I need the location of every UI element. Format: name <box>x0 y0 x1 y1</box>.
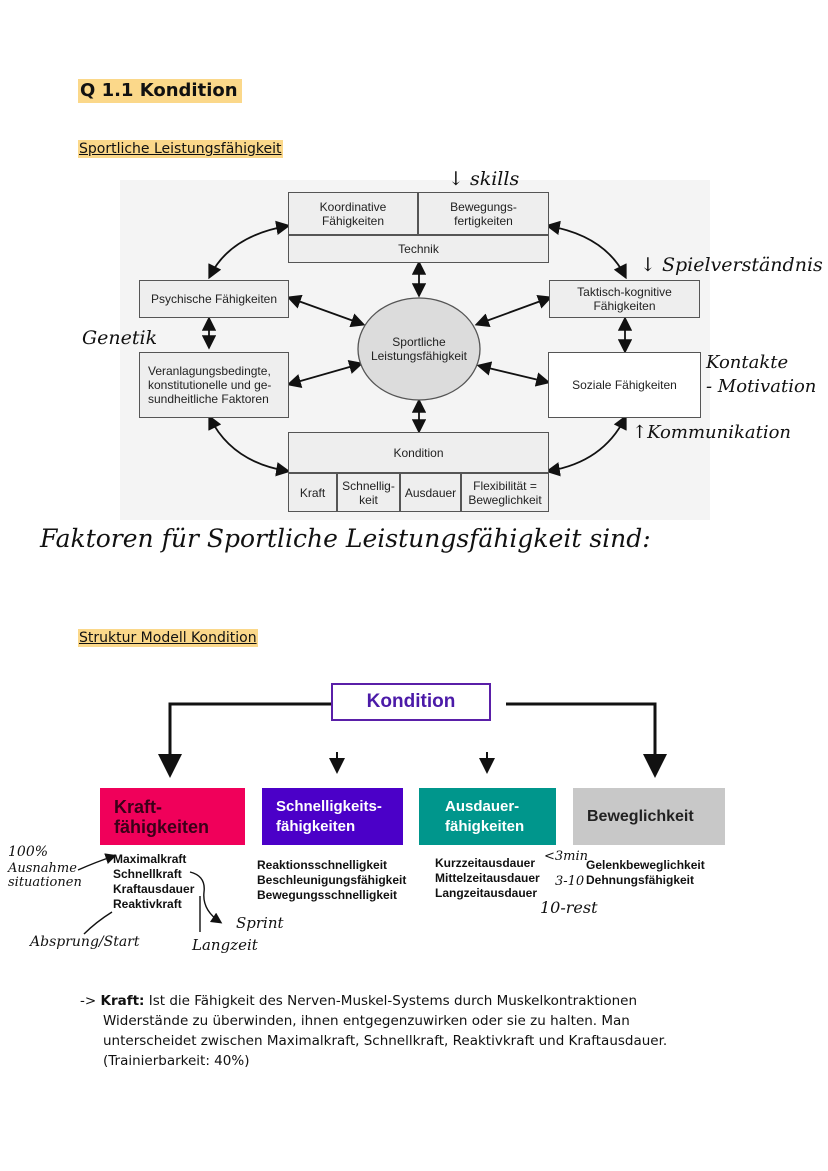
note-3min: <3min <box>544 849 589 864</box>
note-motivation: - Motivation <box>706 376 817 397</box>
center-ellipse <box>357 297 481 401</box>
note-10-rest: 10-rest <box>540 898 598 917</box>
note-kontakte: Kontakte <box>706 352 789 373</box>
arrow-marker: -> <box>80 993 97 1009</box>
box-koordinative: Koordinative Fähigkeiten <box>288 192 418 235</box>
box-flexibilitaet: Flexibilität = Beweglichkeit <box>461 473 549 512</box>
note-spielverstaendnis: ↓ Spielverständnis <box>640 254 823 276</box>
box-kraft: Kraft <box>288 473 337 512</box>
box-technik: Technik <box>288 235 549 263</box>
note-kommunikation: ↑Kommunikation <box>632 422 792 443</box>
note-faktoren: Faktoren für Sportliche Leistungsfähigke… <box>40 524 651 553</box>
box-soziale: Soziale Fähigkeiten <box>548 352 701 418</box>
kraft-definition: -> Kraft: Ist die Fähigkeit des Nerven-M… <box>80 991 760 1071</box>
beweglichkeit-items: Gelenkbeweglichkeit Dehnungsfähigkeit <box>586 858 705 887</box>
category-schnelligkeit: Schnelligkeits- fähigkeiten <box>262 788 403 845</box>
definition-line-2: Widerstände zu überwinden, ihnen entgege… <box>103 1013 630 1029</box>
note-absprung: Absprung/Start <box>30 934 140 950</box>
box-veranlagung: Veranlagungsbedingte, konstitutionelle u… <box>139 352 289 418</box>
note-skills: ↓ skills <box>448 168 520 190</box>
note-ausnahme: Ausnahme situationen <box>8 861 82 890</box>
definition-line-3: unterscheidet zwischen Maximalkraft, Sch… <box>103 1033 668 1049</box>
term-kraft: Kraft: <box>100 993 145 1009</box>
box-taktisch: Taktisch-kognitive Fähigkeiten <box>549 280 700 318</box>
section-heading-leistungsfaehigkeit: Sportliche Leistungsfähigkeit <box>78 140 283 158</box>
note-100pct: 100% <box>8 844 49 860</box>
note-langzeit: Langzeit <box>192 936 258 954</box>
kondition-top-box: Kondition <box>331 683 491 721</box>
note-3-10: 3-10 <box>555 874 585 889</box>
box-kondition: Kondition <box>288 432 549 473</box>
definition-line-1: Ist die Fähigkeit des Nerven-Muskel-Syst… <box>144 993 638 1009</box>
note-sprint: Sprint <box>236 914 284 932</box>
box-bewegungsfertigkeiten: Bewegungs- fertigkeiten <box>418 192 549 235</box>
box-schnelligkeit: Schnellig- keit <box>337 473 400 512</box>
section-heading-strukturmodell: Struktur Modell Kondition <box>78 629 258 647</box>
definition-line-4: (Trainierbarkeit: 40%) <box>103 1053 250 1069</box>
category-ausdauer: Ausdauer- fähigkeiten <box>419 788 556 845</box>
ausdauer-items: Kurzzeitausdauer Mittelzeitausdauer Lang… <box>435 856 540 900</box>
page-title: Q 1.1 Kondition <box>78 79 242 103</box>
box-ausdauer: Ausdauer <box>400 473 461 512</box>
note-genetik: Genetik <box>82 327 158 349</box>
schnelligkeit-items: Reaktionsschnelligkeit Beschleunigungsfä… <box>257 858 407 902</box>
category-beweglichkeit: Beweglichkeit <box>573 788 725 845</box>
category-kraft: Kraft- fähigkeiten <box>100 788 245 845</box>
box-psychische: Psychische Fähigkeiten <box>139 280 289 318</box>
kraft-items: Maximalkraft Schnellkraft Kraftausdauer … <box>113 852 195 911</box>
center-label: Sportliche Leistungsfähigkeit <box>370 335 468 363</box>
